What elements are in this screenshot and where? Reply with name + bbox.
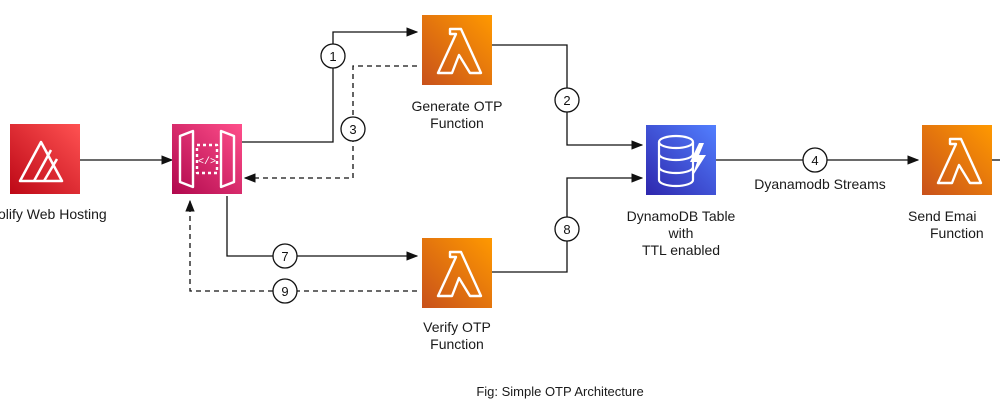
generate-otp-label-line2: Function — [430, 115, 484, 131]
verify-otp-label: Verify OTP Function — [387, 319, 527, 353]
dynamodb-icon — [646, 125, 716, 195]
send-email-label-line1: Send Emai — [908, 208, 977, 224]
send-email-label-line2: Function — [930, 225, 984, 241]
send-email-lambda-icon — [922, 125, 992, 195]
verify-otp-label-line1: Verify OTP — [423, 319, 491, 335]
streams-edge-label: Dyanamodb Streams — [754, 176, 886, 192]
svg-text:8: 8 — [563, 222, 570, 237]
generate-otp-label-line1: Generate OTP — [411, 98, 503, 114]
edge-api-to-generate — [240, 27, 419, 143]
step-badge-9: 9 — [272, 278, 298, 304]
generate-otp-label: Generate OTP Function — [387, 98, 527, 132]
amplify-label: olify Web Hosting — [0, 206, 107, 222]
step-badge-4: 4 — [802, 147, 828, 173]
dynamodb-label-line3: TTL enabled — [641, 242, 721, 258]
verify-otp-label-line2: Function — [430, 336, 484, 352]
svg-text:4: 4 — [811, 153, 818, 168]
figure-caption: Fig: Simple OTP Architecture — [476, 384, 644, 399]
api-gateway-icon: </> — [172, 124, 242, 194]
dynamodb-label-line2: with — [668, 225, 694, 241]
svg-text:9: 9 — [281, 284, 288, 299]
dynamodb-label: DynamoDB Table with TTL enabled — [606, 208, 756, 259]
verify-otp-lambda-icon — [422, 238, 492, 308]
dynamodb-label-line1: DynamoDB Table — [626, 208, 736, 224]
send-email-label: Send Emai Function — [908, 208, 1000, 242]
step-badge-3: 3 — [340, 116, 366, 142]
svg-text:7: 7 — [281, 249, 288, 264]
svg-text:2: 2 — [563, 93, 570, 108]
edge-api-to-verify — [226, 196, 419, 261]
step-badge-8: 8 — [554, 216, 580, 242]
svg-text:1: 1 — [329, 49, 336, 64]
svg-text:3: 3 — [349, 122, 356, 137]
step-badge-2: 2 — [554, 87, 580, 113]
edge-verify-return — [185, 199, 417, 292]
step-badge-1: 1 — [320, 43, 346, 69]
generate-otp-lambda-icon — [422, 15, 492, 85]
svg-text:</>: </> — [198, 156, 216, 168]
step-badge-7: 7 — [272, 243, 298, 269]
amplify-icon — [10, 124, 80, 194]
